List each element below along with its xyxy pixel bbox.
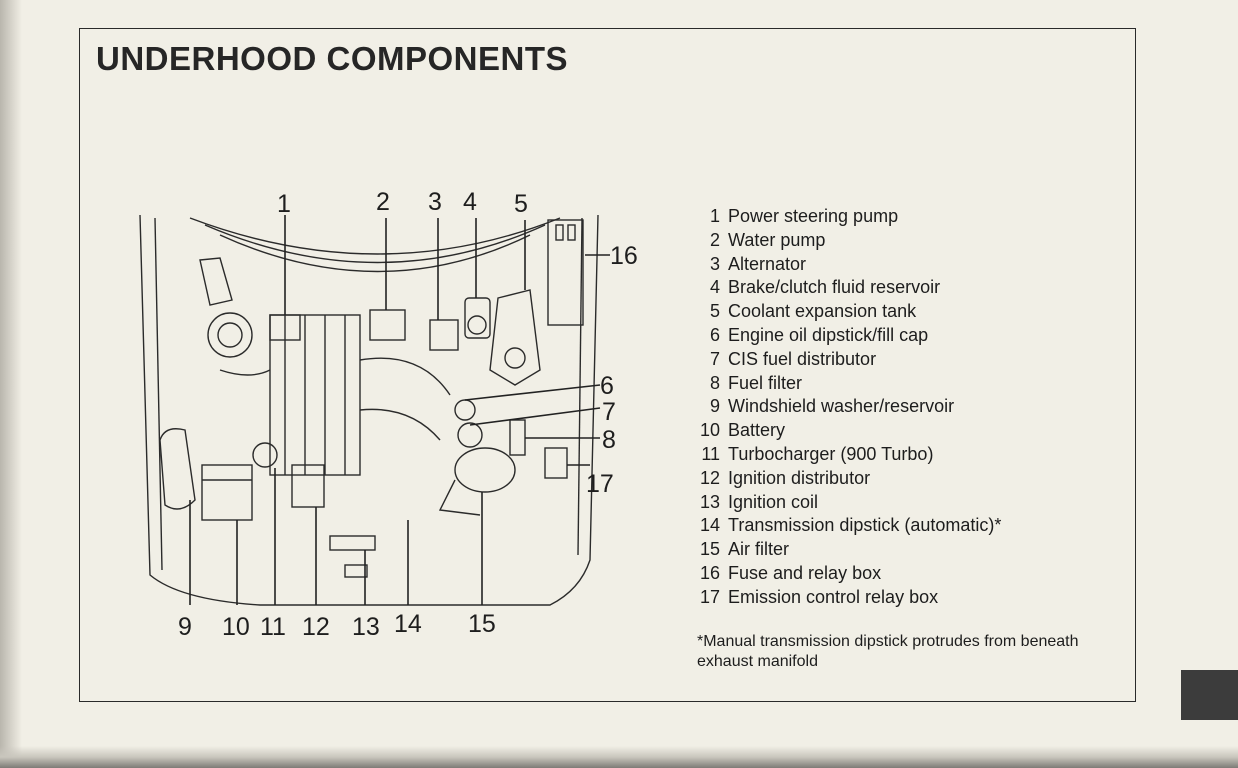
legend-label: Brake/clutch fluid reservoir [728, 277, 941, 298]
callout-6: 6 [600, 372, 614, 400]
callout-17: 17 [586, 470, 614, 498]
engine-bay-illustration: 1 2 3 4 5 6 7 8 9 10 11 12 13 14 15 16 1… [139, 188, 638, 641]
legend-label: Alternator [728, 253, 807, 274]
page-frame [79, 28, 1136, 702]
legend-label: Fuse and relay box [728, 562, 882, 583]
callout-8: 8 [602, 426, 616, 454]
callout-4: 4 [463, 188, 477, 216]
footnote: *Manual transmission dipstick protrudes … [697, 633, 1079, 670]
engine-bay-diagram: 1 2 3 4 5 6 7 8 9 10 11 12 13 14 15 16 1… [120, 180, 660, 650]
legend-label: Ignition distributor [728, 467, 871, 488]
callout-7: 7 [602, 398, 616, 426]
callout-11: 11 [260, 613, 286, 641]
callout-3: 3 [428, 188, 442, 216]
legend-label: Fuel filter [728, 372, 803, 393]
callout-12: 12 [302, 613, 330, 641]
legend-label: Ignition coil [728, 491, 819, 512]
legend-label: CIS fuel distributor [728, 348, 877, 369]
callout-14: 14 [394, 610, 422, 638]
legend-label: Power steering pump [728, 206, 899, 226]
legend-label: Coolant expansion tank [728, 301, 917, 322]
callout-16: 16 [610, 242, 638, 270]
legend-label: Transmission dipstick (automatic)* [728, 515, 1002, 536]
legend-label: Water pump [728, 229, 826, 250]
callout-1: 1 [277, 190, 291, 218]
legend-label: Battery [728, 420, 786, 441]
page-bottom-shadow [0, 746, 1238, 768]
callout-9: 9 [178, 613, 192, 641]
callout-2: 2 [376, 188, 390, 216]
legend-label: Engine oil dipstick/fill cap [728, 324, 929, 345]
callout-5: 5 [514, 190, 528, 218]
callout-13: 13 [352, 613, 380, 641]
callout-15: 15 [468, 610, 496, 638]
legend-label: Windshield washer/reservoir [728, 396, 955, 417]
legend-label: Emission control relay box [728, 586, 939, 607]
section-thumb-tab [1181, 670, 1238, 720]
callout-10: 10 [222, 613, 250, 641]
legend-label: Turbocharger (900 Turbo) [728, 443, 934, 464]
page-edge-shadow [0, 0, 22, 768]
page-title: UNDERHOOD COMPONENTS [96, 40, 569, 77]
legend-label: Air filter [728, 539, 790, 560]
